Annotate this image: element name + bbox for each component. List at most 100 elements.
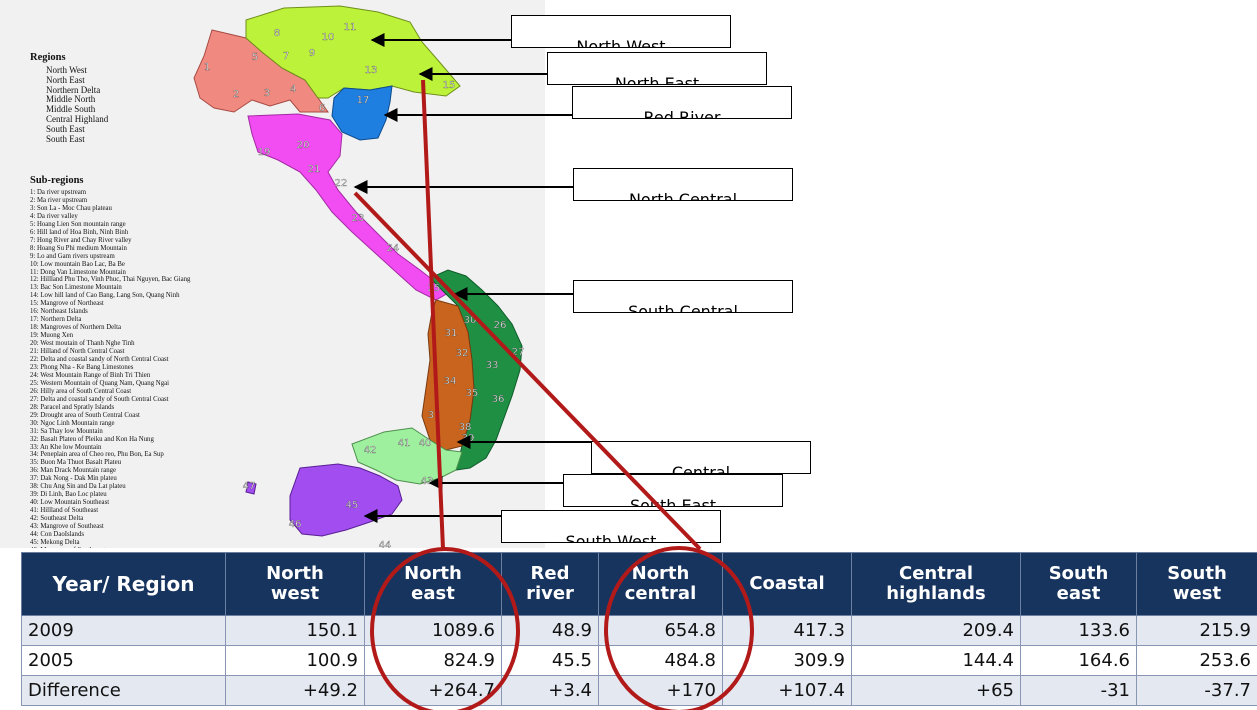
region-north-central [247, 113, 451, 301]
table-corner-header: Year/ Region [21, 552, 226, 616]
subregion-legend-item: 11: Dong Van Limestone Mountain [30, 268, 126, 276]
subregion-legend-item: 25: Western Mountain of Quang Nam, Quang… [30, 379, 170, 387]
map-number-label: 41 [398, 438, 411, 449]
map-number-label: 45 [346, 500, 359, 511]
map-number-label: 30 [464, 315, 477, 326]
column-header-line: North [266, 563, 324, 584]
region-legend-item: Northern Delta [46, 84, 101, 95]
callout-label: North East [614, 74, 700, 85]
table-cell: 215.9 [1136, 615, 1257, 646]
subregion-legend-item: 5: Hoang Lien Son mountain range [30, 220, 126, 228]
column-header-line: Coastal [749, 573, 825, 594]
callout-north-central: North Central [573, 168, 793, 201]
subregion-legend-item: 30: Ngoc Linh Mountain range [30, 419, 115, 427]
subregion-legend-item: 39: Di Linh, Bao Loc plateu [30, 491, 107, 499]
regions-legend-title: Regions [30, 52, 66, 63]
map-number-label: 34 [444, 376, 457, 387]
callout-red-river: Red River [572, 86, 792, 119]
subregion-legend-item: 44: Con DaoIslands [30, 530, 84, 538]
subregion-legend-item: 31: Sa Thay low Mountain [30, 427, 103, 435]
map-number-label: 17 [357, 95, 370, 106]
map-number-label: 40 [419, 438, 432, 449]
map-number-label: 25 [428, 283, 441, 294]
subregion-legend-item: 12: Hillland Phu Tho, Vinh Phuc, Thai Ng… [30, 276, 191, 284]
subregion-legend-item: 36: Man Drack Mountain range [30, 467, 117, 475]
column-header-line: highlands [886, 583, 986, 604]
map-number-label: 47 [243, 481, 256, 492]
table-cell: 144.4 [851, 645, 1021, 676]
table-cell: 100.9 [225, 645, 365, 676]
subregion-legend-item: 19: Muong Xen [30, 332, 74, 340]
subregion-legend-item: 27: Delta and coastal sandy of South Cen… [30, 395, 169, 403]
map-number-label: 11 [344, 22, 357, 33]
callout-central: Central [591, 441, 811, 474]
map-number-label: 8 [274, 28, 280, 39]
map-number-label: 24 [387, 243, 400, 254]
row-label: 2009 [21, 615, 226, 646]
region-legend-item: South East [46, 123, 85, 134]
region-legend-item: Central Highland [46, 113, 109, 124]
column-header-line: central [624, 583, 697, 604]
region-legend-item: Middle South [46, 104, 96, 115]
callout-label: South West [565, 532, 657, 543]
subregion-legend-item: 17: Northern Delta [30, 316, 82, 324]
subregion-legend-item: 18: Mangroves of Northern Delta [30, 324, 121, 332]
subregion-legend-item: 22: Delta and coastal sandy of North Cen… [30, 356, 169, 364]
region-north-east [245, 5, 461, 99]
subregion-legend-item: 1: Da river upstream [30, 189, 87, 196]
subregion-legend-item: 32: Basalt Plateu of Pleiku and Kon Ha N… [30, 435, 154, 443]
table-cell: +107.4 [722, 675, 852, 706]
table-cell: +65 [851, 675, 1021, 706]
table-cell: -31 [1020, 675, 1137, 706]
subregion-legend-item: 21: Hilland of North Central Coast [30, 348, 125, 356]
subregion-legend-item: 9: Lo and Gam rivers upstream [30, 252, 115, 260]
column-header-line: Central [898, 563, 974, 584]
subregion-legend-item: 26: Hilly area of South Central Coast [30, 387, 132, 395]
subregion-legend-item: 33: An Khe low Mountain [30, 443, 102, 451]
table-cell: 45.5 [501, 645, 599, 676]
column-header-line: east [1056, 583, 1101, 604]
region-legend-item: Middle North [46, 94, 96, 105]
subregion-legend-item: 40: Low Mountain Southeast [30, 499, 110, 507]
subregion-legend-item: 20: West moutain of Thanh Nghe Tinh [30, 340, 135, 348]
map-number-label: 46 [289, 519, 302, 530]
table-cell: 150.1 [225, 615, 365, 646]
subregion-legend-item: 45: Mekong Delta [30, 538, 80, 546]
column-header: Coastal [722, 552, 852, 616]
map-number-label: 7 [283, 51, 289, 62]
subregion-legend-item: 10: Low mountain Bao Lac, Ba Be [30, 260, 125, 268]
table-cell: 133.6 [1020, 615, 1137, 646]
column-header-line: South [1048, 563, 1109, 584]
callout-label: Central [671, 463, 731, 474]
subregion-legend-item: 7: Hong River and Chay River valley [30, 236, 132, 244]
subregions-legend-title: Sub-regions [30, 175, 84, 186]
table-cell: 1089.6 [364, 615, 502, 646]
column-header-line: North [404, 563, 462, 584]
table-cell: 484.8 [598, 645, 723, 676]
region-legend-item: South East [46, 133, 85, 144]
map-number-label: 19 [258, 147, 271, 158]
subregion-legend-item: 29: Drought area of South Central Coast [30, 411, 140, 419]
map-number-label: 15 [443, 80, 456, 91]
subregion-legend-item: 2: Ma river upstream [30, 196, 88, 204]
map-number-label: 26 [494, 320, 507, 331]
map-number-label: 38 [459, 422, 472, 433]
callout-south-east: South East [563, 474, 783, 507]
subregion-legend-item: 35: Buon Ma Thuot Basalt Plateu [30, 459, 122, 467]
callout-south-central: South Central [573, 280, 793, 313]
callout-label: South East [629, 496, 717, 507]
map-number-label: 23 [352, 213, 365, 224]
row-label: Difference [21, 675, 226, 706]
map-number-label: 21 [308, 164, 321, 175]
map-number-label: 35 [466, 388, 479, 399]
callout-label: North Central [628, 190, 738, 201]
